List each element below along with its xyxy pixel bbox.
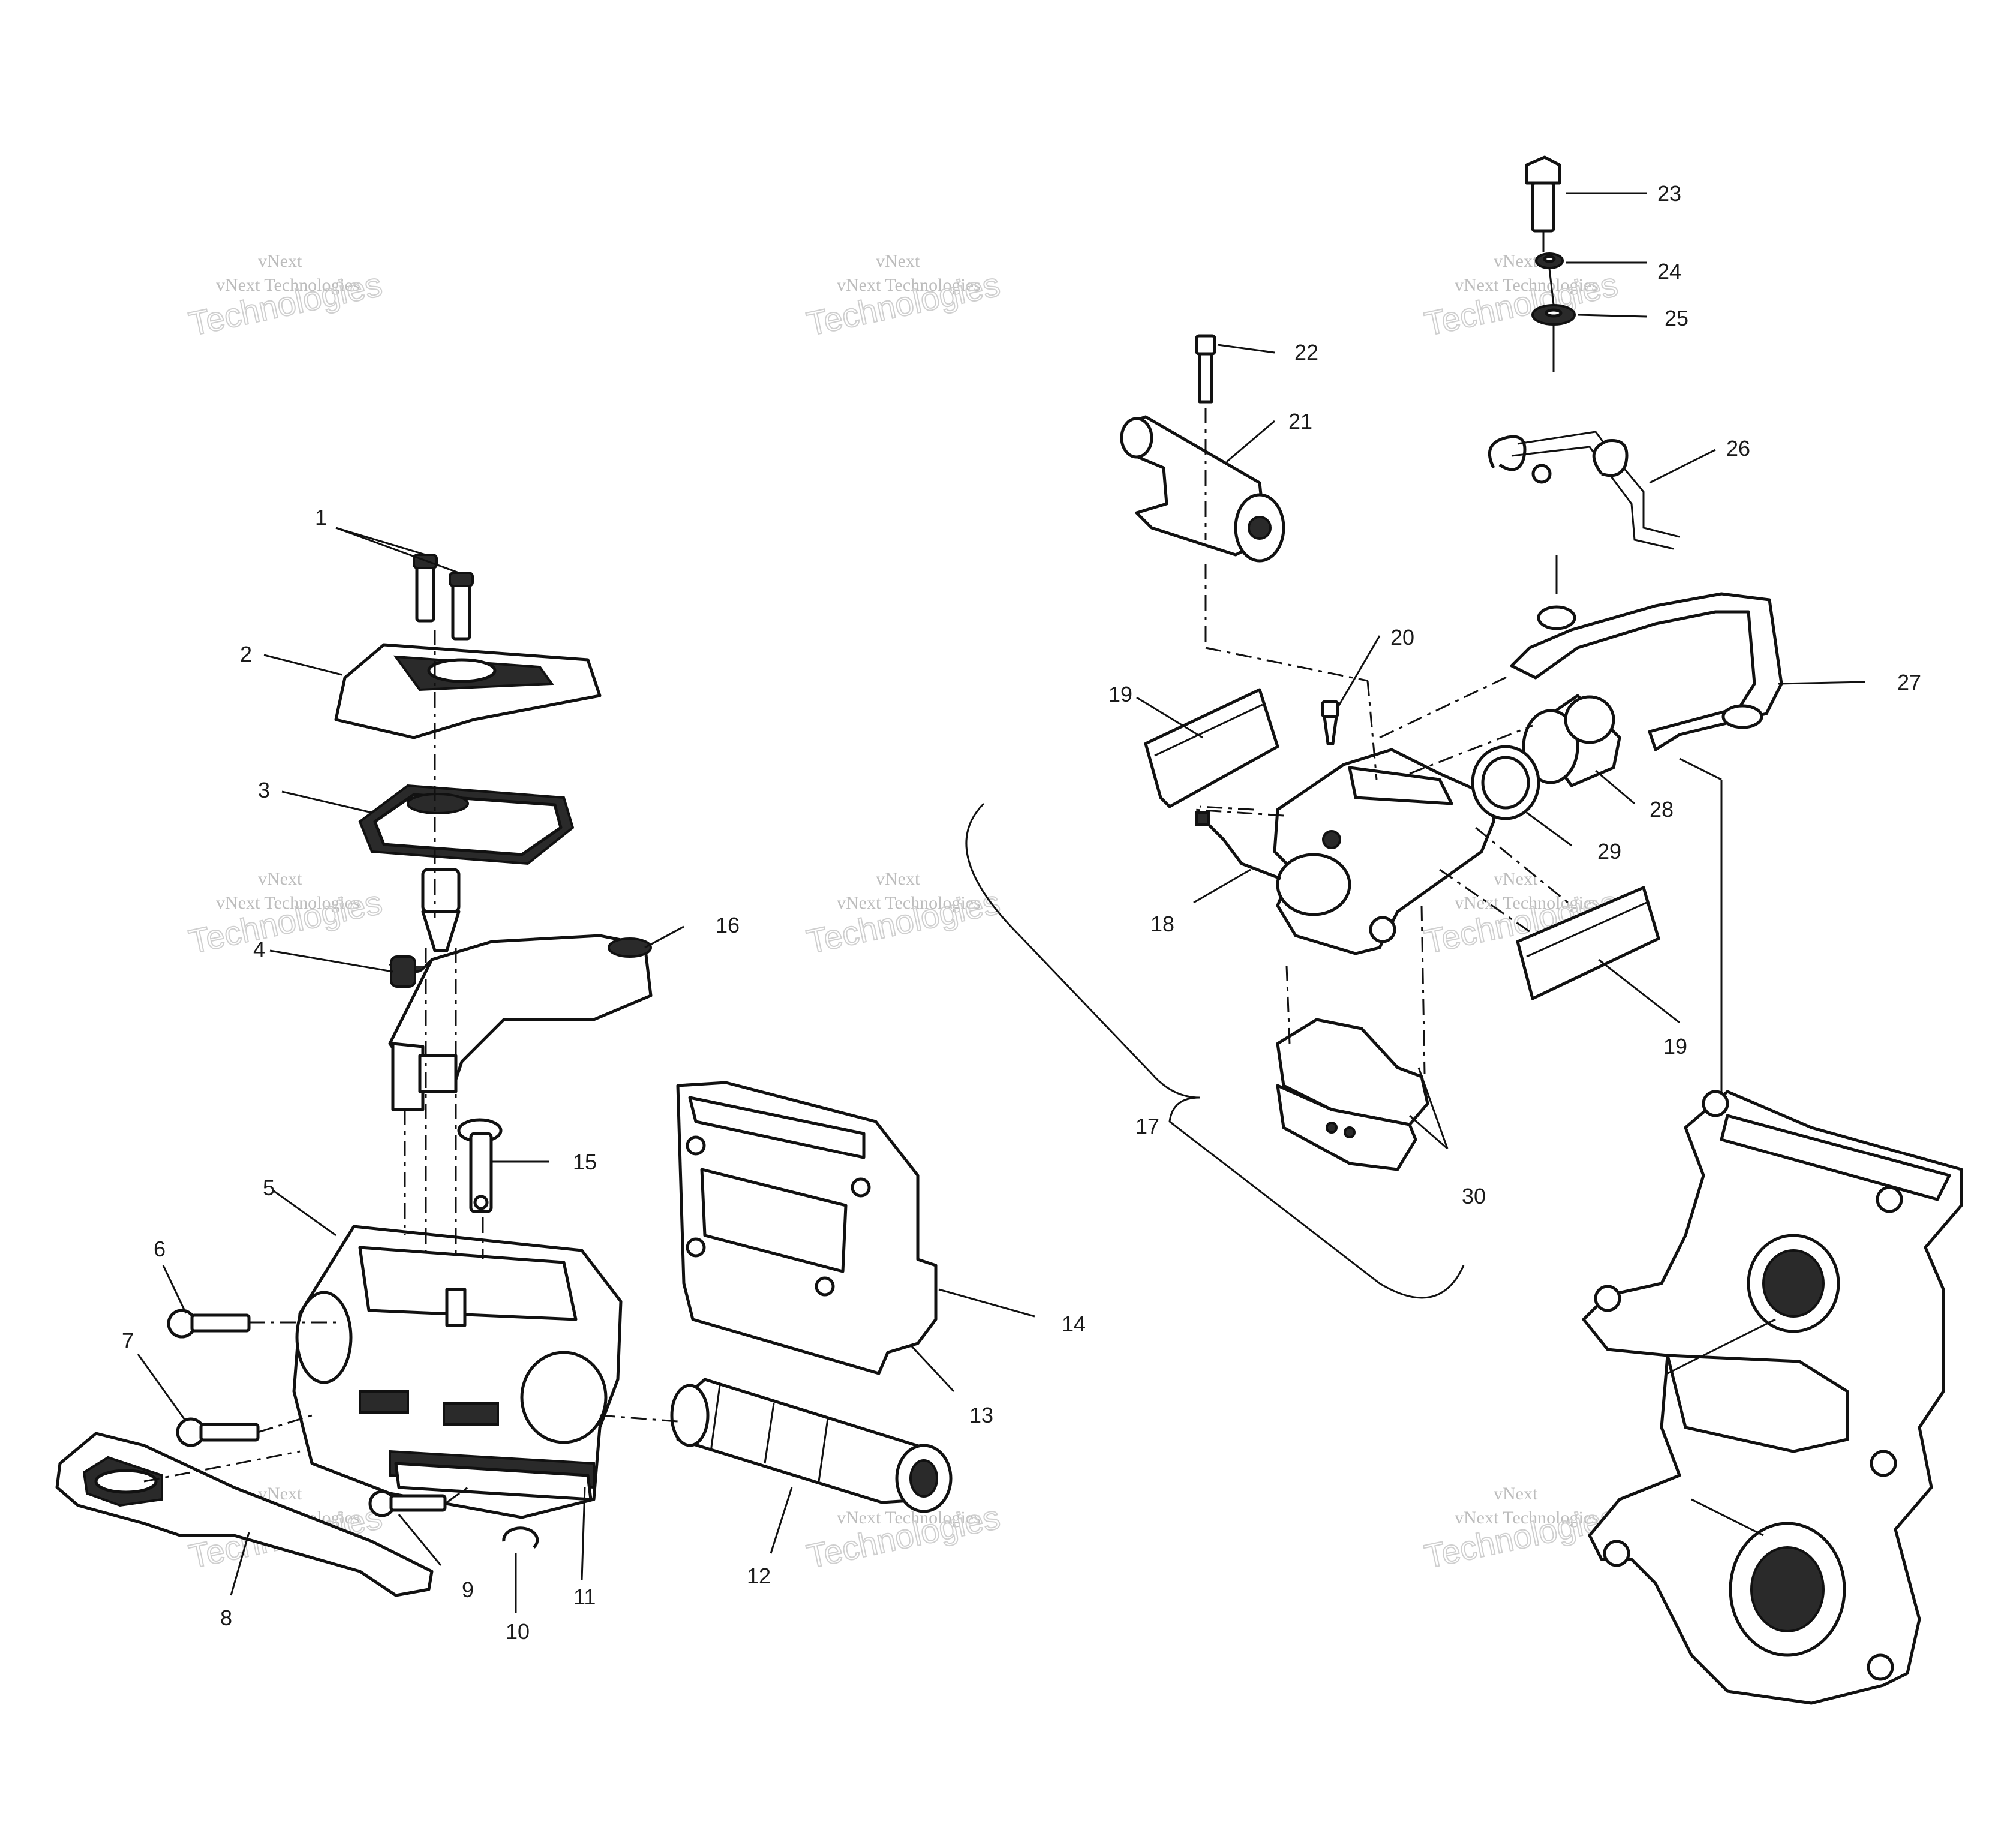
alignment-lines-right (1193, 564, 1572, 1074)
watermark-text: vNext Technologies (1455, 1508, 1599, 1528)
left-assembly (55, 554, 953, 1597)
part-23-bolt (1525, 155, 1561, 252)
part-20-bleeder (1321, 700, 1339, 745)
callout-19-right: 19 (1663, 1034, 1687, 1059)
watermark-text: vNext Technologies (837, 1508, 981, 1528)
part-3-gasket (358, 784, 575, 865)
part-8-brake-lever (55, 1432, 434, 1597)
watermark-text: vNext (876, 251, 920, 271)
part-19-shim-left (1144, 688, 1279, 808)
callout-3: 3 (258, 778, 270, 802)
watermark-text: vNext Technologies (216, 275, 360, 295)
watermark-text: vNext (876, 869, 920, 889)
watermark-top-right: vNext vNext Technologies Technologies (1420, 251, 1621, 344)
callout-7: 7 (122, 1328, 134, 1353)
part-10-clip (502, 1526, 539, 1549)
part-2-cover (334, 643, 602, 739)
callout-2: 2 (240, 642, 252, 666)
callout-1: 1 (315, 505, 327, 530)
callout-9: 9 (462, 1577, 474, 1602)
callout-11: 11 (573, 1585, 596, 1609)
watermark-text: vNext (1494, 251, 1538, 271)
part-caliper-body (1273, 748, 1495, 955)
watermark-text: vNext Technologies (837, 893, 981, 913)
part-26-spring-clip (1488, 431, 1680, 550)
part-21-hose-fitting (1120, 408, 1285, 563)
callout-4: 4 (253, 937, 265, 961)
watermark-text: vNext Technologies (1455, 275, 1599, 295)
chaincase-housing (1582, 1090, 1963, 1705)
watermark-text: vNext (1494, 1484, 1538, 1504)
part-19-shim-right (1516, 886, 1660, 1000)
part-6-bolt (167, 1309, 251, 1339)
callout-28: 28 (1650, 797, 1674, 822)
part-25-washer (1531, 268, 1576, 372)
callout-18: 18 (1150, 912, 1174, 936)
watermark-top-left: vNext vNext Technologies Technologies (185, 251, 386, 344)
watermark-mid-left: vNext vNext Technologies Technologies (185, 869, 386, 961)
part-29-seal (1471, 745, 1540, 820)
callout-14: 14 (1062, 1312, 1086, 1336)
part-11-bracket (394, 1462, 593, 1501)
callout-17: 17 (1135, 1114, 1159, 1138)
callout-30: 30 (1462, 1184, 1486, 1208)
part-12-grip (670, 1378, 953, 1513)
callout-29: 29 (1597, 839, 1621, 864)
part-22-bolt (1195, 334, 1216, 404)
watermark-bottom-right: vNext vNext Technologies Technologies (1420, 1484, 1621, 1576)
callout-22: 22 (1294, 340, 1318, 365)
callout-6: 6 (154, 1237, 166, 1261)
part-plunger (421, 868, 461, 952)
watermark-text: vNext (258, 869, 302, 889)
callout-labels: 1 2 3 4 5 6 7 8 9 10 11 12 13 14 15 16 1… (122, 181, 1921, 1644)
callout-12: 12 (747, 1564, 771, 1588)
callout-16: 16 (716, 913, 740, 937)
callout-10: 10 (506, 1619, 530, 1644)
part-15-pin (457, 1118, 503, 1213)
alignment-lines-left (143, 630, 678, 1504)
callout-23: 23 (1657, 181, 1681, 206)
watermark-text: vNext Technologies (837, 275, 981, 295)
callout-19-left: 19 (1108, 682, 1132, 706)
part-18-brake-line (1195, 811, 1281, 880)
callout-25: 25 (1665, 306, 1688, 330)
watermark-top-mid: vNext vNext Technologies Technologies (803, 251, 1004, 344)
part-30-brake-pad (1276, 1018, 1429, 1171)
part-9-screw (368, 1490, 447, 1517)
callout-21: 21 (1288, 409, 1312, 434)
part-28-piston (1522, 694, 1621, 787)
part-24-washer (1535, 252, 1564, 269)
callout-26: 26 (1726, 436, 1750, 461)
watermark-text: vNext (258, 251, 302, 271)
callout-27: 27 (1897, 670, 1921, 694)
callout-13: 13 (969, 1403, 993, 1427)
watermark-mid-mid: vNext vNext Technologies Technologies (803, 869, 1004, 961)
callout-leaders (137, 192, 1866, 1613)
caliper-assembly (1120, 155, 1783, 1171)
callout-5: 5 (263, 1175, 275, 1200)
brace-17 (965, 802, 1465, 1299)
watermark-text: vNext Technologies (1455, 893, 1599, 913)
watermark-text: vNext Technologies (216, 893, 360, 913)
part-13-14-housing-cover (676, 1081, 938, 1375)
part-27-bracket (1510, 555, 1783, 751)
callout-20: 20 (1390, 625, 1414, 650)
callout-15: 15 (573, 1150, 597, 1174)
part-7-bolt (176, 1417, 260, 1447)
callout-8: 8 (220, 1606, 232, 1630)
callout-24: 24 (1657, 259, 1681, 284)
